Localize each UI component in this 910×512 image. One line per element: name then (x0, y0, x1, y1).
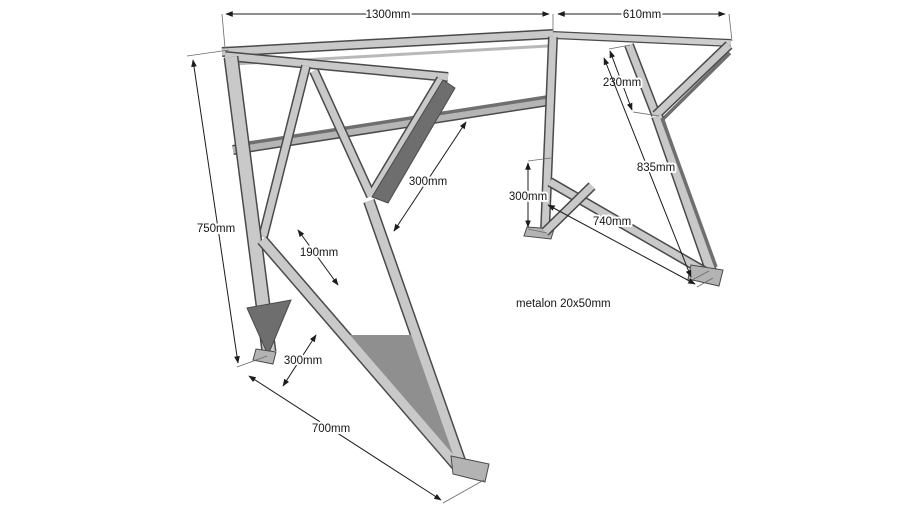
dimension-annotations: 1300mm 610mm 750mm 700mm 190mm 300mm 300… (186, 7, 733, 504)
dimension-top-main: 1300mm (225, 7, 550, 23)
dim-label-rear-leg: 835mm (637, 162, 675, 174)
stretcher-rail (232, 95, 550, 155)
dim-label-post-bottom: 300mm (509, 191, 547, 203)
dimension-top-side: 610mm (557, 7, 726, 23)
dim-label-rail-bottom: 740mm (593, 216, 631, 228)
dimension-foot-span: 700mm (248, 375, 442, 501)
dimension-gap: 190mm (297, 229, 340, 286)
front-foot-pad (450, 455, 490, 483)
dimension-rail-bottom: 740mm (547, 204, 696, 285)
dim-label-foot-span: 700mm (312, 423, 350, 435)
material-note: metalon 20x50mm (516, 298, 611, 310)
dim-label-foot-left: 300mm (284, 355, 322, 367)
dimension-post-bottom: 300mm (507, 162, 549, 228)
dim-label-height: 750mm (197, 223, 235, 235)
dimension-height: 750mm (191, 59, 240, 364)
desk-frame (221, 29, 733, 483)
dim-label-top-main: 1300mm (366, 9, 411, 21)
dimension-brace-mid: 300mm (393, 121, 467, 232)
dim-label-post: 230mm (603, 77, 641, 89)
dim-label-brace-mid: 300mm (409, 176, 447, 188)
left-foot-shadow-face (246, 299, 292, 357)
dim-label-top-side: 610mm (623, 9, 661, 21)
dim-label-gap: 190mm (300, 247, 338, 259)
dimension-foot-left: 300mm (282, 334, 324, 387)
